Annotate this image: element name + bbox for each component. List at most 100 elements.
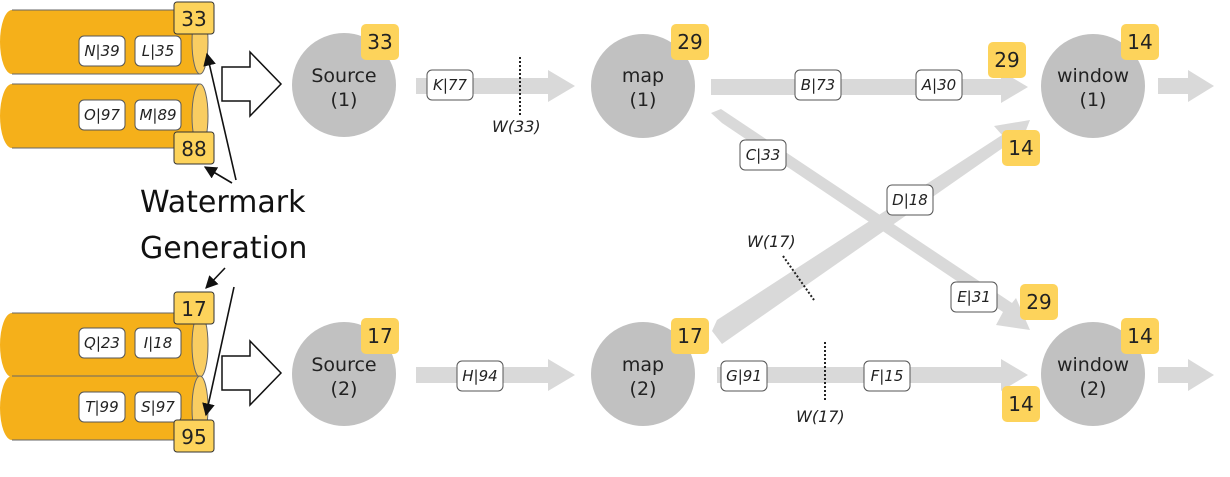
node-window-2: window (2) 14 [1041,318,1159,426]
svg-text:(2): (2) [331,378,358,400]
svg-text:17: 17 [677,324,702,348]
partition-offset-label: 33 [181,7,206,31]
svg-text:H|94: H|94 [462,367,497,385]
event-c: C|33 [739,139,787,171]
event-h: H|94 [456,360,504,392]
event-label: Q|23 [84,334,120,352]
node-map-2: map (2) 17 [591,318,709,426]
svg-text:(2): (2) [1080,378,1107,400]
node-map-1: map (1) 29 [591,24,709,138]
partition-offset-badge [173,1,215,35]
node-watermark-badge [361,318,399,354]
svg-text:17: 17 [367,324,392,348]
event-box [78,99,126,131]
stream-map2-window2 [717,359,1028,391]
generation-pointer-arrows [202,52,237,417]
svg-text:G|91: G|91 [726,367,762,385]
event-d: D|18 [886,184,934,216]
node-source-1: Source (1) 33 [292,24,399,137]
node-window-1: window (1) 14 [1041,24,1159,138]
watermark-w17-bottom: W(17) [796,342,845,426]
svg-text:F|15: F|15 [871,367,904,385]
node-watermark-badge [671,318,709,354]
partition-offset-label: 95 [181,425,206,449]
svg-text:Source: Source [311,354,376,376]
svg-text:map: map [622,65,664,87]
node-watermark-badge [1121,318,1159,354]
window2-input-watermark-bottom: 14 [1002,386,1040,422]
node-watermark-badge [361,24,399,60]
svg-text:14: 14 [1008,392,1033,416]
event-box [134,327,182,359]
svg-text:14: 14 [1008,136,1033,160]
partition-offset-badge [173,291,215,325]
svg-text:map: map [622,354,664,376]
source1-input-arrow [221,50,283,118]
event-a: A|30 [915,69,963,101]
event-label: I|18 [144,334,173,352]
svg-text:(2): (2) [630,378,657,400]
svg-text:29: 29 [677,30,702,54]
partition-1: N|39 L|35 33 [0,1,215,75]
event-label: M|89 [139,106,176,124]
event-e: E|31 [950,281,998,313]
partition-3: Q|23 I|18 17 [0,291,215,378]
watermark-w33: W(33) [492,57,541,136]
svg-text:D|18: D|18 [892,191,928,209]
svg-text:B|73: B|73 [801,76,835,94]
event-label: T|99 [85,398,118,416]
stream-map2-window1 [712,120,1030,344]
partition-offset-label: 88 [181,137,206,161]
event-b: B|73 [794,69,842,101]
stream-window1-out [1158,70,1214,102]
partition-offset-badge [173,131,215,165]
svg-text:(1): (1) [630,89,657,111]
svg-text:W(33): W(33) [492,117,541,136]
watermark-generation-label-line1: Watermark [140,185,306,220]
svg-text:window: window [1057,354,1129,376]
partition-offset-badge [173,419,215,453]
svg-text:W(17): W(17) [796,407,845,426]
svg-text:E|31: E|31 [957,288,991,306]
svg-text:(1): (1) [331,89,358,111]
svg-text:Source: Source [311,65,376,87]
event-label: N|39 [84,42,119,60]
svg-text:K|77: K|77 [433,76,467,94]
event-label: S|97 [141,398,175,416]
node-source-2: Source (2) 17 [292,318,399,426]
event-box [78,391,126,423]
event-box [78,35,126,67]
node-watermark-badge [1121,24,1159,60]
stream-map1-window1 [711,71,1028,103]
stream-window2-out [1158,359,1214,391]
svg-text:14: 14 [1127,324,1152,348]
svg-text:W(17): W(17) [747,232,796,251]
event-label: L|35 [142,42,175,60]
window1-input-watermark-bottom: 14 [1002,130,1040,166]
event-label: O|97 [84,106,120,124]
watermark-w17-cross: W(17) [747,232,815,301]
event-box [78,327,126,359]
stream-map1-window2 [711,109,1030,330]
svg-text:29: 29 [994,48,1019,72]
watermark-generation-label-line2: Generation [140,231,307,266]
window2-input-watermark-top: 29 [1020,284,1058,320]
svg-text:A|30: A|30 [921,76,956,94]
event-f: F|15 [863,360,911,392]
partition-offset-label: 17 [181,297,206,321]
svg-text:C|33: C|33 [746,146,781,164]
event-k: K|77 [426,69,474,101]
source2-input-arrow [221,339,283,407]
partition-4: T|99 S|97 95 [0,375,215,453]
svg-text:(1): (1) [1080,89,1107,111]
event-box [134,99,182,131]
svg-text:window: window [1057,65,1129,87]
svg-text:29: 29 [1026,290,1051,314]
event-g: G|91 [720,360,768,392]
partition-2: O|97 M|89 88 [0,83,215,165]
window1-input-watermark-top: 29 [988,42,1026,78]
svg-text:33: 33 [367,30,392,54]
svg-text:14: 14 [1127,30,1152,54]
event-box [134,35,182,67]
